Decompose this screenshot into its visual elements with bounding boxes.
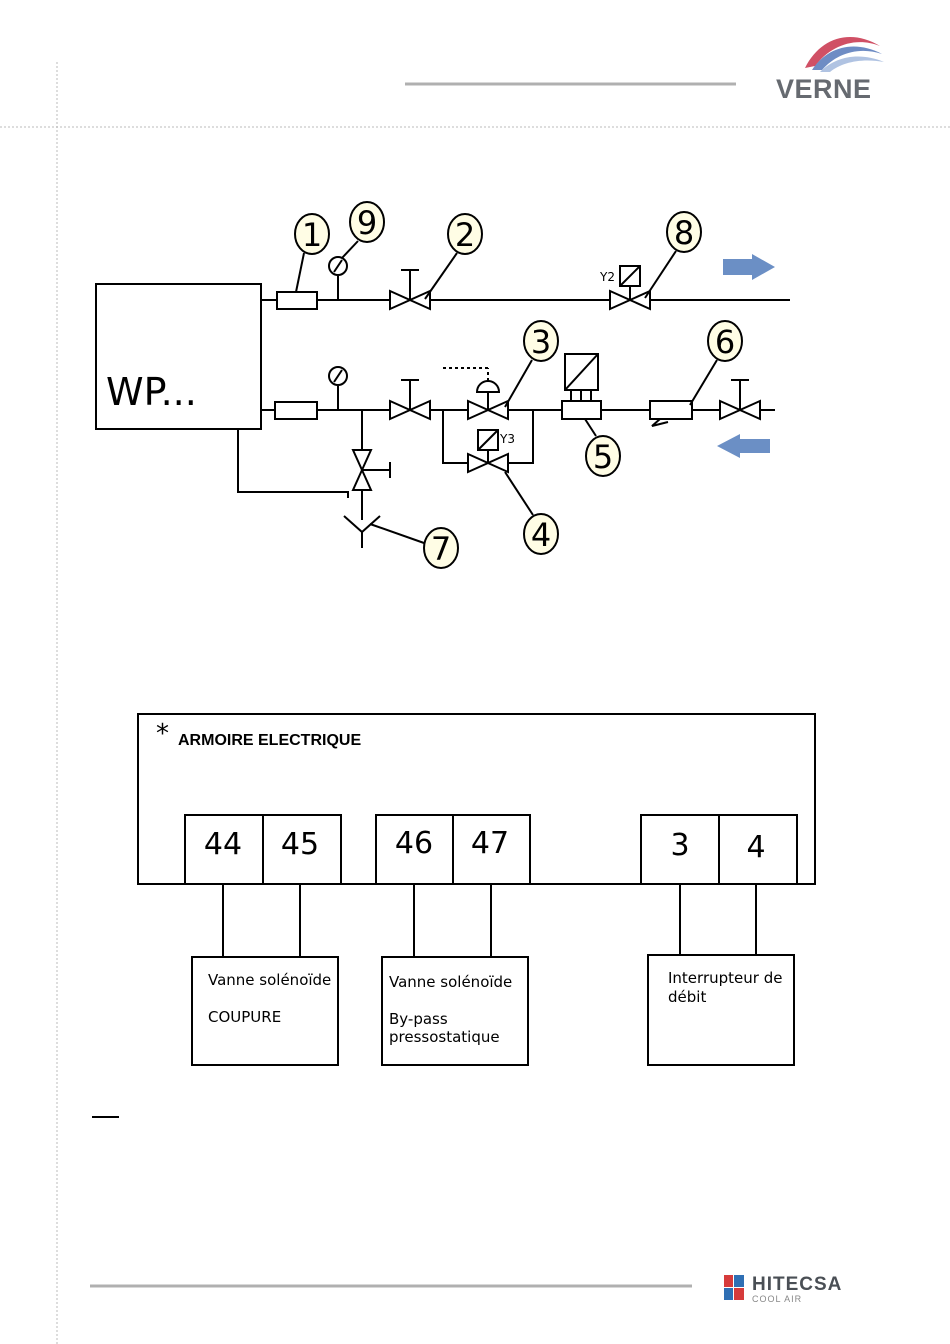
terminal-label-3: 3 — [670, 828, 689, 863]
terminal-label-44: 44 — [204, 827, 242, 862]
device-3-line1: Interrupteur de — [668, 969, 782, 987]
device-1-line2: COUPURE — [208, 1008, 281, 1026]
device-2-line3: pressostatique — [389, 1028, 500, 1046]
cabinet-title: ARMOIRE ELECTRIQUE — [178, 732, 361, 749]
terminal-label-46: 46 — [395, 826, 433, 861]
device-2-line1: Vanne solénoïde — [389, 973, 512, 991]
device-3-line2: débit — [668, 988, 706, 1006]
cabinet-marker: * — [156, 719, 169, 749]
hitecsa-logo-icon — [722, 1273, 746, 1303]
terminal-label-47: 47 — [471, 826, 509, 861]
terminal-label-4: 4 — [746, 830, 765, 865]
hitecsa-tagline: COOL AIR — [752, 1294, 802, 1304]
hitecsa-logo-text: HITECSA — [752, 1274, 842, 1296]
device-2-line2: By-pass — [389, 1010, 448, 1028]
device-1-line1: Vanne solénoïde — [208, 971, 331, 989]
terminal-label-45: 45 — [281, 827, 319, 862]
